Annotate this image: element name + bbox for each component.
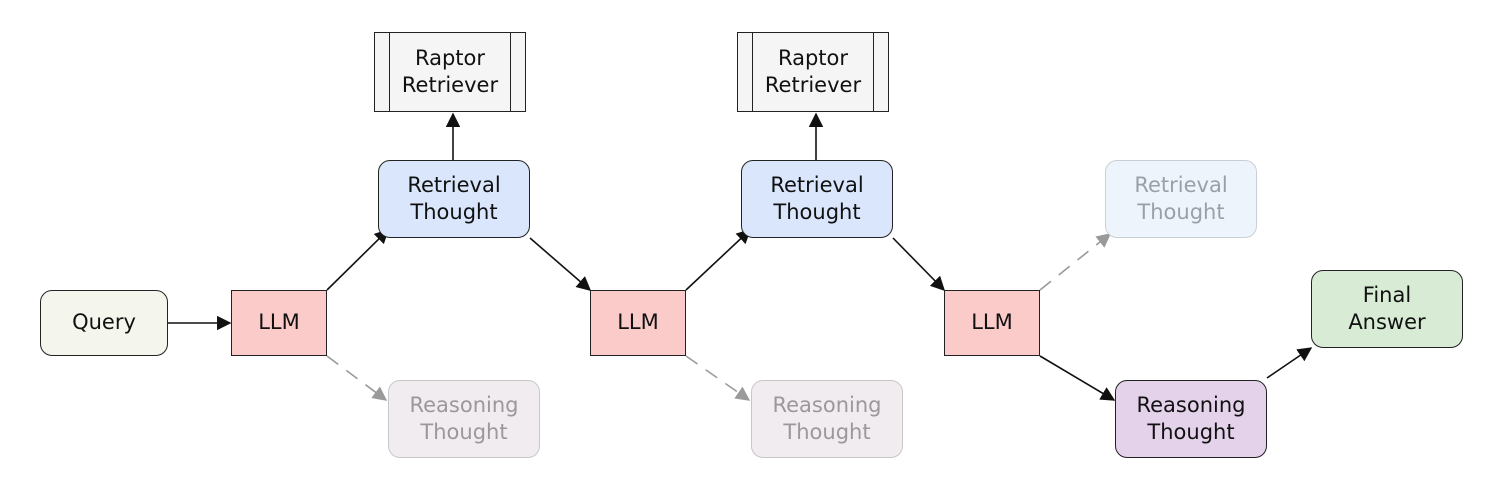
retrieval-thought-2-label: Retrieval Thought <box>770 172 864 224</box>
raptor-retriever-2-label: Raptor Retriever <box>764 45 862 97</box>
retrieval-thought-3-label: Retrieval Thought <box>1134 172 1228 224</box>
llm-1-label: LLM <box>258 310 300 335</box>
raptor-retriever-1-label: Raptor Retriever <box>401 45 499 97</box>
edge-llm3-reasoning3 <box>1039 355 1116 401</box>
raptor-retriever-1: Raptor Retriever <box>374 32 526 112</box>
edge-llm1-reasoning1 <box>326 355 388 401</box>
edge-llm2-reasoning2 <box>685 355 751 401</box>
retriever-bar-right <box>873 33 874 111</box>
reasoning-thought-3-label: Reasoning Thought <box>1136 392 1246 444</box>
retrieval-thought-1: Retrieval Thought <box>378 160 530 238</box>
edge-llm1-retrieval1 <box>326 228 390 291</box>
retriever-bar-left <box>389 33 390 111</box>
retriever-bar-right <box>510 33 511 111</box>
llm-node-3: LLM <box>944 290 1040 356</box>
reasoning-thought-1-faded: Reasoning Thought <box>388 380 540 458</box>
retriever-bar-left <box>752 33 753 111</box>
llm-node-2: LLM <box>590 290 686 356</box>
reasoning-thought-2-faded: Reasoning Thought <box>751 380 903 458</box>
edge-llm2-retrieval2 <box>685 229 752 291</box>
edge-retrieval1-llm2 <box>529 237 592 291</box>
retrieval-thought-2: Retrieval Thought <box>741 160 893 238</box>
final-answer-label: Final Answer <box>1348 282 1426 334</box>
retrieval-thought-3-faded: Retrieval Thought <box>1105 160 1257 238</box>
llm-node-1: LLM <box>231 290 327 356</box>
reasoning-thought-2-label: Reasoning Thought <box>772 392 882 444</box>
raptor-retriever-2: Raptor Retriever <box>737 32 889 112</box>
retrieval-thought-1-label: Retrieval Thought <box>407 172 501 224</box>
reasoning-thought-3: Reasoning Thought <box>1115 380 1267 458</box>
reasoning-thought-1-label: Reasoning Thought <box>409 392 519 444</box>
llm-3-label: LLM <box>971 310 1013 335</box>
query-node: Query <box>40 290 168 356</box>
query-label: Query <box>72 310 136 335</box>
edge-retrieval2-llm3 <box>892 237 946 292</box>
llm-2-label: LLM <box>617 310 659 335</box>
final-answer-node: Final Answer <box>1311 270 1463 348</box>
edge-llm3-retrieval3 <box>1039 233 1112 291</box>
edge-reasoning3-final <box>1266 347 1313 379</box>
